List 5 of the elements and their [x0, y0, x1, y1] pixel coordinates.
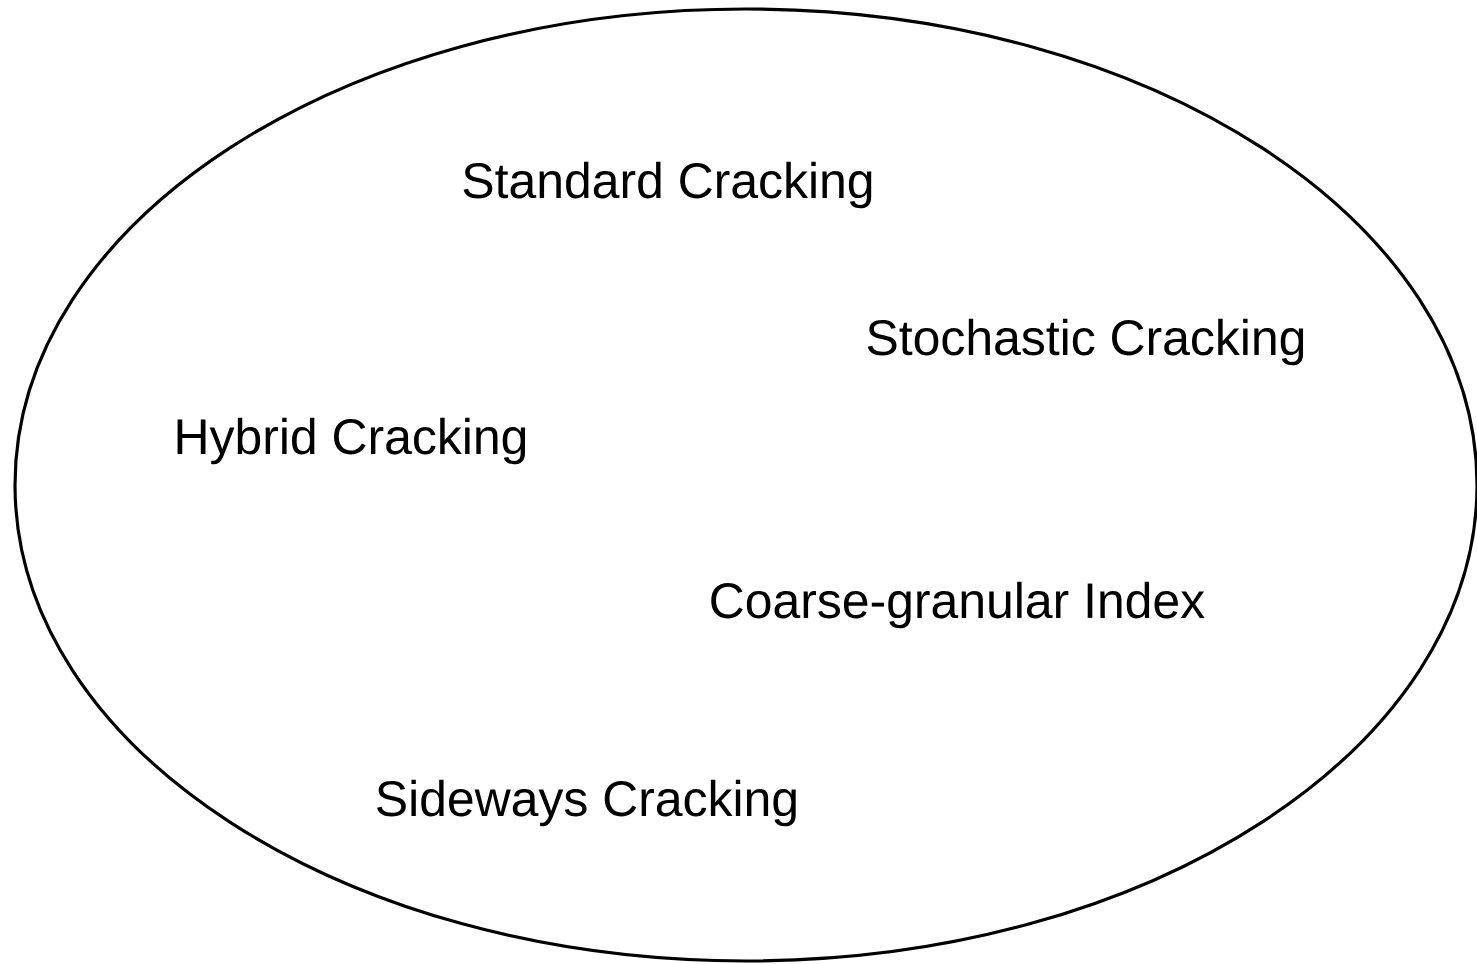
- category-label: Sideways Cracking: [377, 779, 796, 827]
- category-label: Hybrid Cracking: [177, 417, 526, 465]
- category-label: Stochastic Cracking: [867, 318, 1304, 366]
- category-label: Standard Cracking: [463, 161, 872, 209]
- category-label: Coarse-granular Index: [711, 581, 1205, 629]
